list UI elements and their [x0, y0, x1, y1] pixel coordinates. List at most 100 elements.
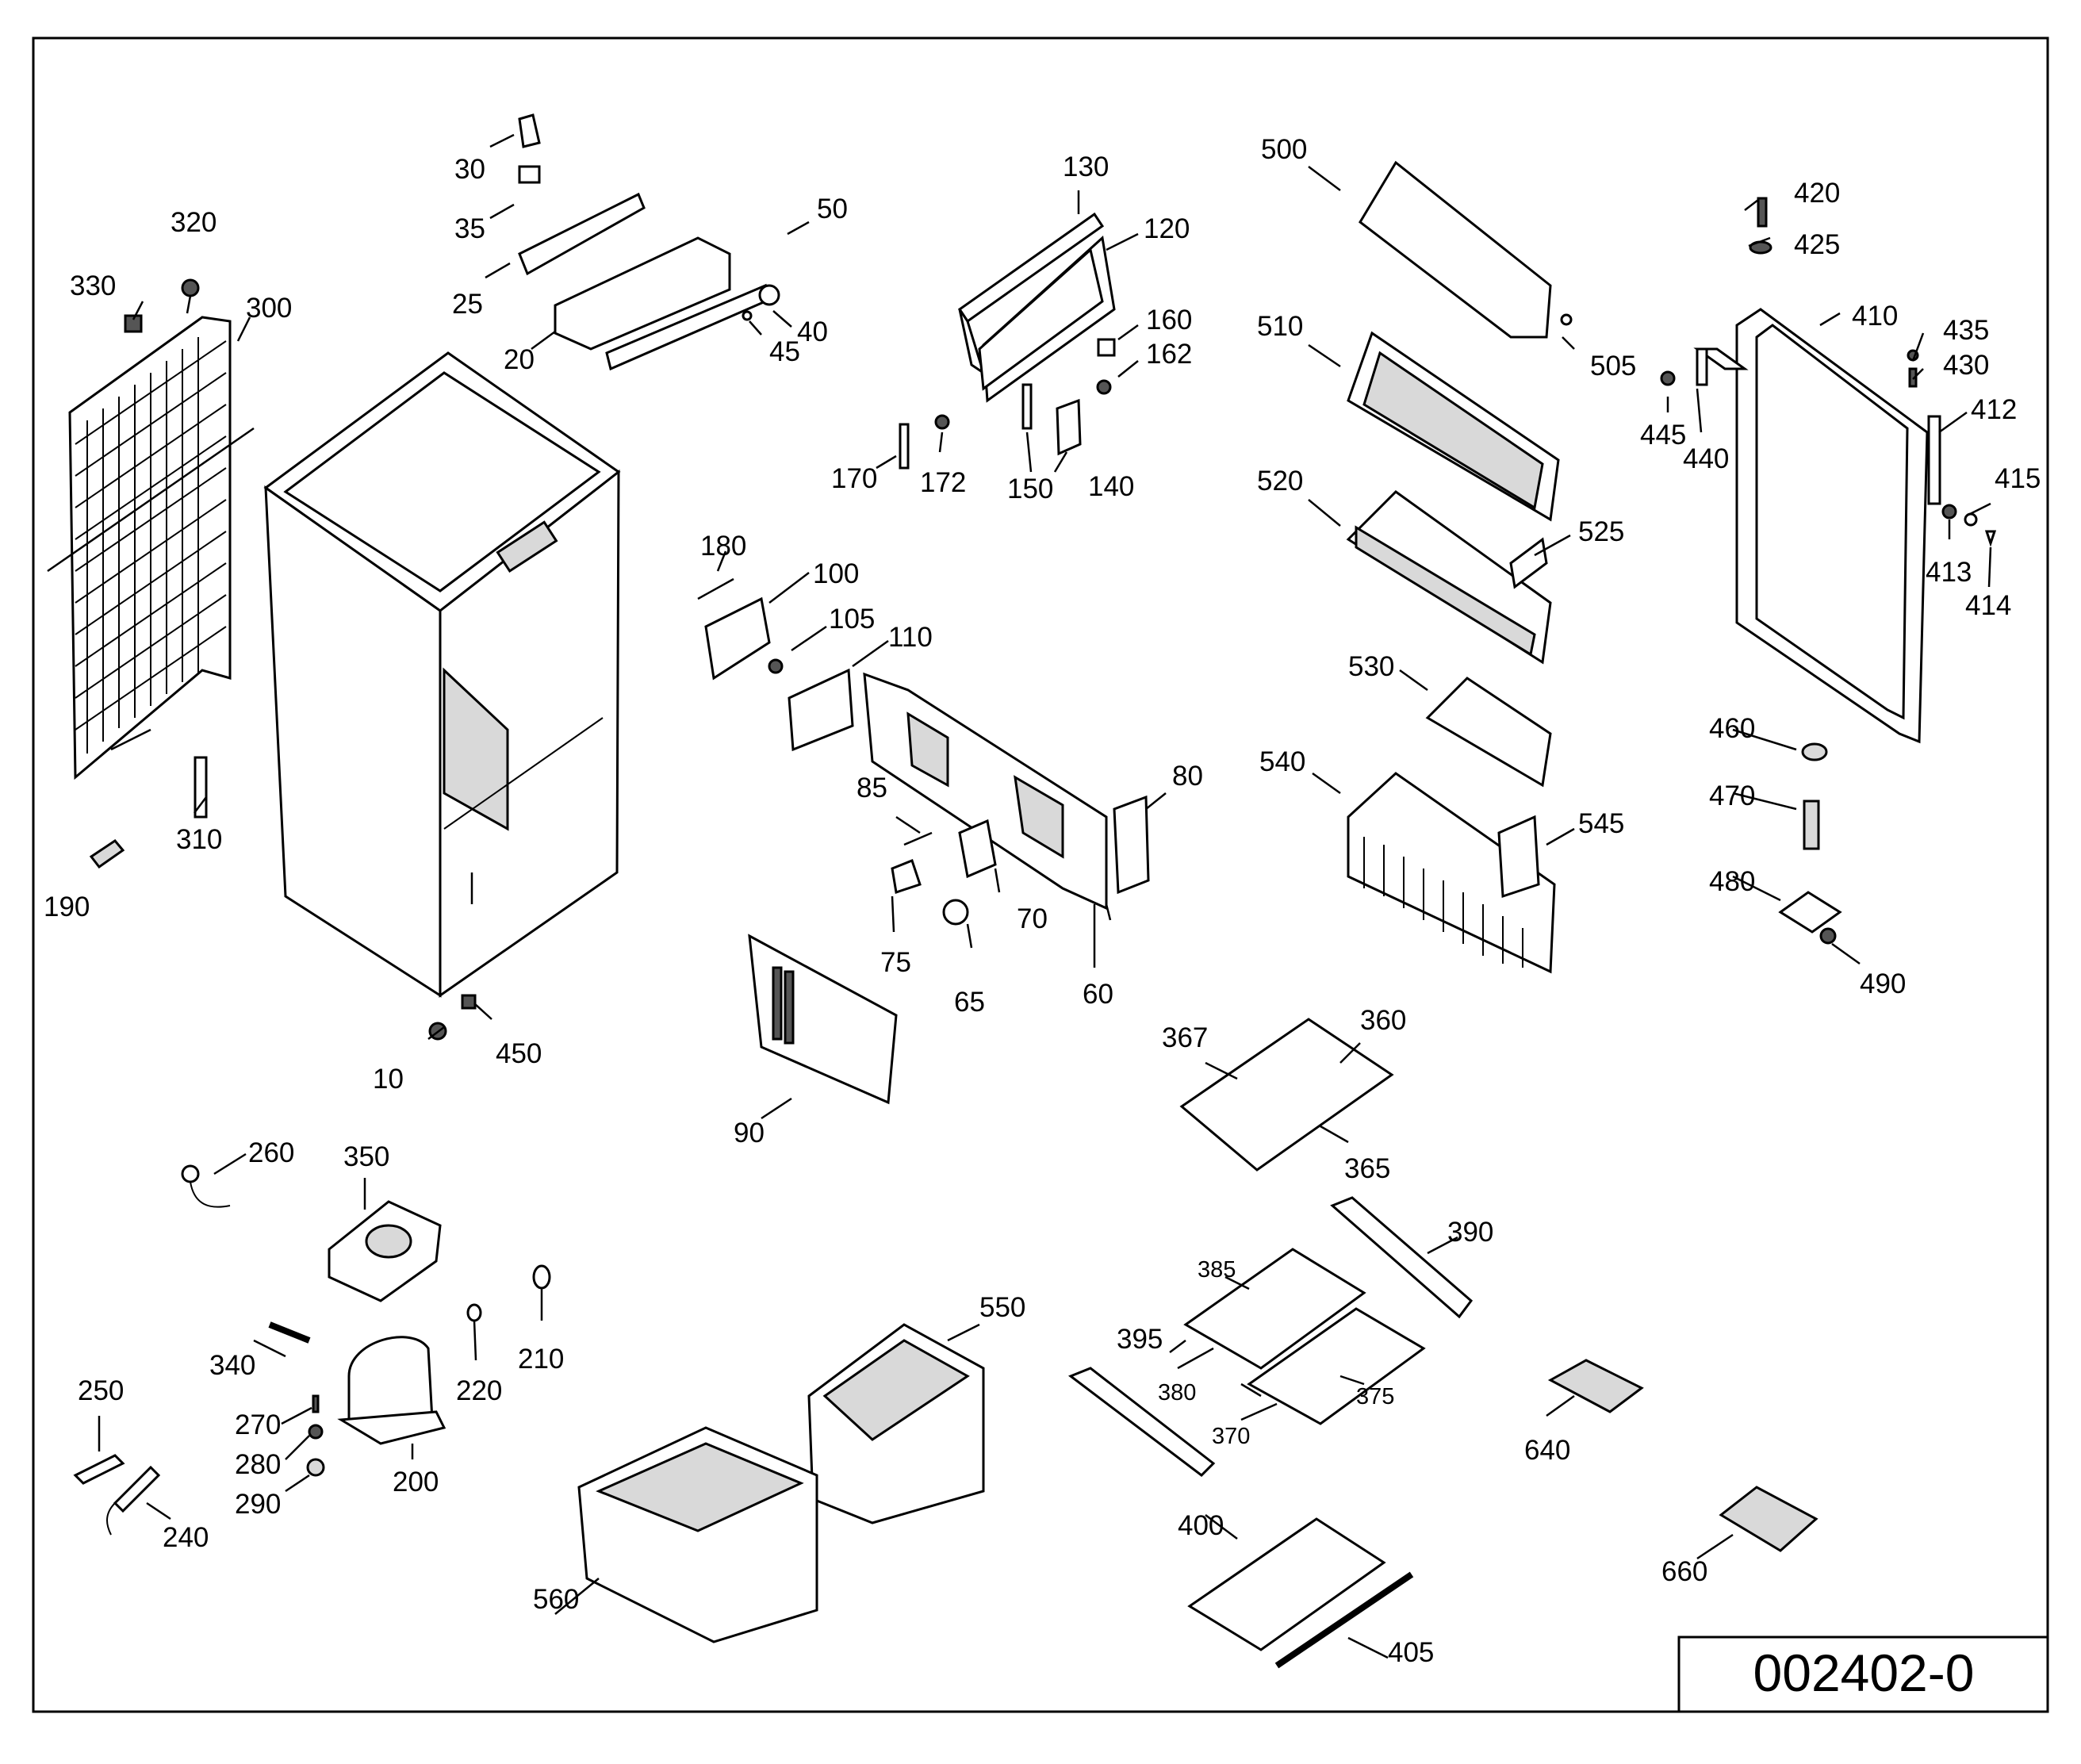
part-410-door	[1735, 308, 1929, 744]
part-190-filter	[89, 839, 125, 869]
part-500-butter-cover	[1359, 160, 1552, 339]
part-35-switch	[518, 165, 541, 184]
callout-395: 395	[1117, 1324, 1163, 1355]
part-240-heater	[106, 1465, 161, 1536]
callout-660: 660	[1661, 1556, 1707, 1587]
callout-370: 370	[1212, 1424, 1250, 1449]
part-510-shelf	[1347, 331, 1560, 522]
callout-150: 150	[1007, 474, 1053, 504]
callout-430: 430	[1943, 350, 1989, 381]
callout-400: 400	[1178, 1510, 1224, 1541]
part-180-rod	[697, 577, 734, 600]
callout-290: 290	[235, 1489, 281, 1520]
callout-310: 310	[176, 824, 222, 855]
callout-40: 40	[797, 316, 828, 347]
part-400-glass	[1187, 1517, 1386, 1651]
callout-65: 65	[954, 987, 985, 1018]
part-340-tube	[268, 1321, 311, 1344]
callout-490: 490	[1860, 968, 1906, 999]
callout-250: 250	[78, 1375, 124, 1406]
callout-405: 405	[1388, 1637, 1434, 1668]
callout-410: 410	[1852, 301, 1898, 332]
part-85-screw	[903, 831, 933, 846]
part-560-drawer	[577, 1426, 818, 1643]
callout-220: 220	[456, 1375, 502, 1406]
part-25-control-panel	[518, 192, 646, 276]
part-360-glass-shelf	[1179, 1018, 1394, 1172]
callout-385: 385	[1198, 1257, 1236, 1283]
callout-500: 500	[1261, 134, 1307, 165]
callout-460: 460	[1709, 713, 1755, 744]
part-480-hinge	[1778, 891, 1842, 934]
part-520-shelf	[1346, 490, 1552, 665]
part-250-relay	[73, 1454, 125, 1485]
callout-350: 350	[343, 1141, 389, 1172]
part-80-cap	[1113, 795, 1150, 895]
callout-550: 550	[979, 1292, 1025, 1323]
part-460-bushing	[1801, 742, 1828, 761]
callout-75: 75	[880, 947, 911, 978]
part-75-lamp	[891, 859, 922, 894]
callout-200: 200	[393, 1467, 439, 1497]
part-20-control-housing	[554, 236, 731, 351]
part-310-tube	[194, 756, 208, 819]
callout-640: 640	[1524, 1435, 1570, 1466]
callout-412: 412	[1971, 394, 2017, 425]
part-445-screw	[1660, 370, 1676, 386]
callout-240: 240	[163, 1522, 209, 1553]
part-162-screw	[1096, 379, 1112, 395]
part-170-pin	[899, 423, 910, 470]
callout-110: 110	[888, 622, 933, 653]
part-490-screw	[1819, 927, 1837, 945]
part-413-screw	[1941, 504, 1957, 520]
part-440-hinge	[1693, 347, 1749, 386]
callout-20: 20	[504, 344, 535, 375]
part-550-drawer	[807, 1323, 985, 1524]
part-545-divider	[1497, 815, 1540, 899]
part-350-cover	[328, 1200, 442, 1302]
part-65-socket	[942, 899, 969, 926]
part-105-screw	[768, 658, 784, 674]
leader-lines	[98, 133, 1992, 1659]
callout-390: 390	[1447, 1217, 1493, 1248]
callout-367: 367	[1162, 1022, 1208, 1053]
callout-510: 510	[1257, 311, 1303, 342]
callout-480: 480	[1709, 866, 1755, 897]
part-300-condenser	[47, 316, 255, 780]
callout-380: 380	[1158, 1380, 1196, 1405]
callout-85: 85	[857, 773, 887, 803]
callout-labels: 10 20 25 30 35 40 45 50 60 65 70 75 80 8…	[44, 134, 2041, 1668]
part-640-egg-tray	[1547, 1359, 1644, 1413]
drawing-number: 002402-0	[1753, 1643, 1975, 1702]
part-450-bracket	[461, 994, 477, 1010]
part-260-power-cord	[181, 1164, 231, 1208]
callout-120: 120	[1144, 213, 1190, 244]
callout-190: 190	[44, 892, 90, 922]
part-70-diffuser	[958, 819, 997, 879]
callout-360: 360	[1360, 1005, 1406, 1036]
part-412-hinge	[1927, 415, 1941, 505]
part-290-grommet	[306, 1458, 325, 1477]
callout-425: 425	[1794, 229, 1840, 260]
part-40-knob	[758, 284, 780, 306]
part-320-screw	[181, 278, 200, 314]
callout-160: 160	[1146, 305, 1192, 336]
callout-25: 25	[452, 289, 483, 320]
callout-100: 100	[813, 558, 859, 589]
callout-50: 50	[817, 194, 848, 224]
part-130-freezer-door-frame	[957, 212, 1105, 376]
callout-545: 545	[1578, 808, 1624, 839]
callout-270: 270	[235, 1409, 281, 1440]
callout-413: 413	[1926, 557, 1972, 588]
part-90-cover	[748, 934, 898, 1105]
part-395-rail	[1067, 1367, 1216, 1477]
part-330-nut	[124, 314, 143, 333]
callout-505: 505	[1590, 351, 1636, 382]
callout-210: 210	[518, 1344, 564, 1375]
callout-375: 375	[1356, 1384, 1394, 1409]
part-660-ice-tray	[1719, 1486, 1818, 1552]
part-60-housing	[863, 672, 1108, 911]
callout-300: 300	[246, 293, 292, 324]
part-385-glass	[1183, 1248, 1366, 1370]
